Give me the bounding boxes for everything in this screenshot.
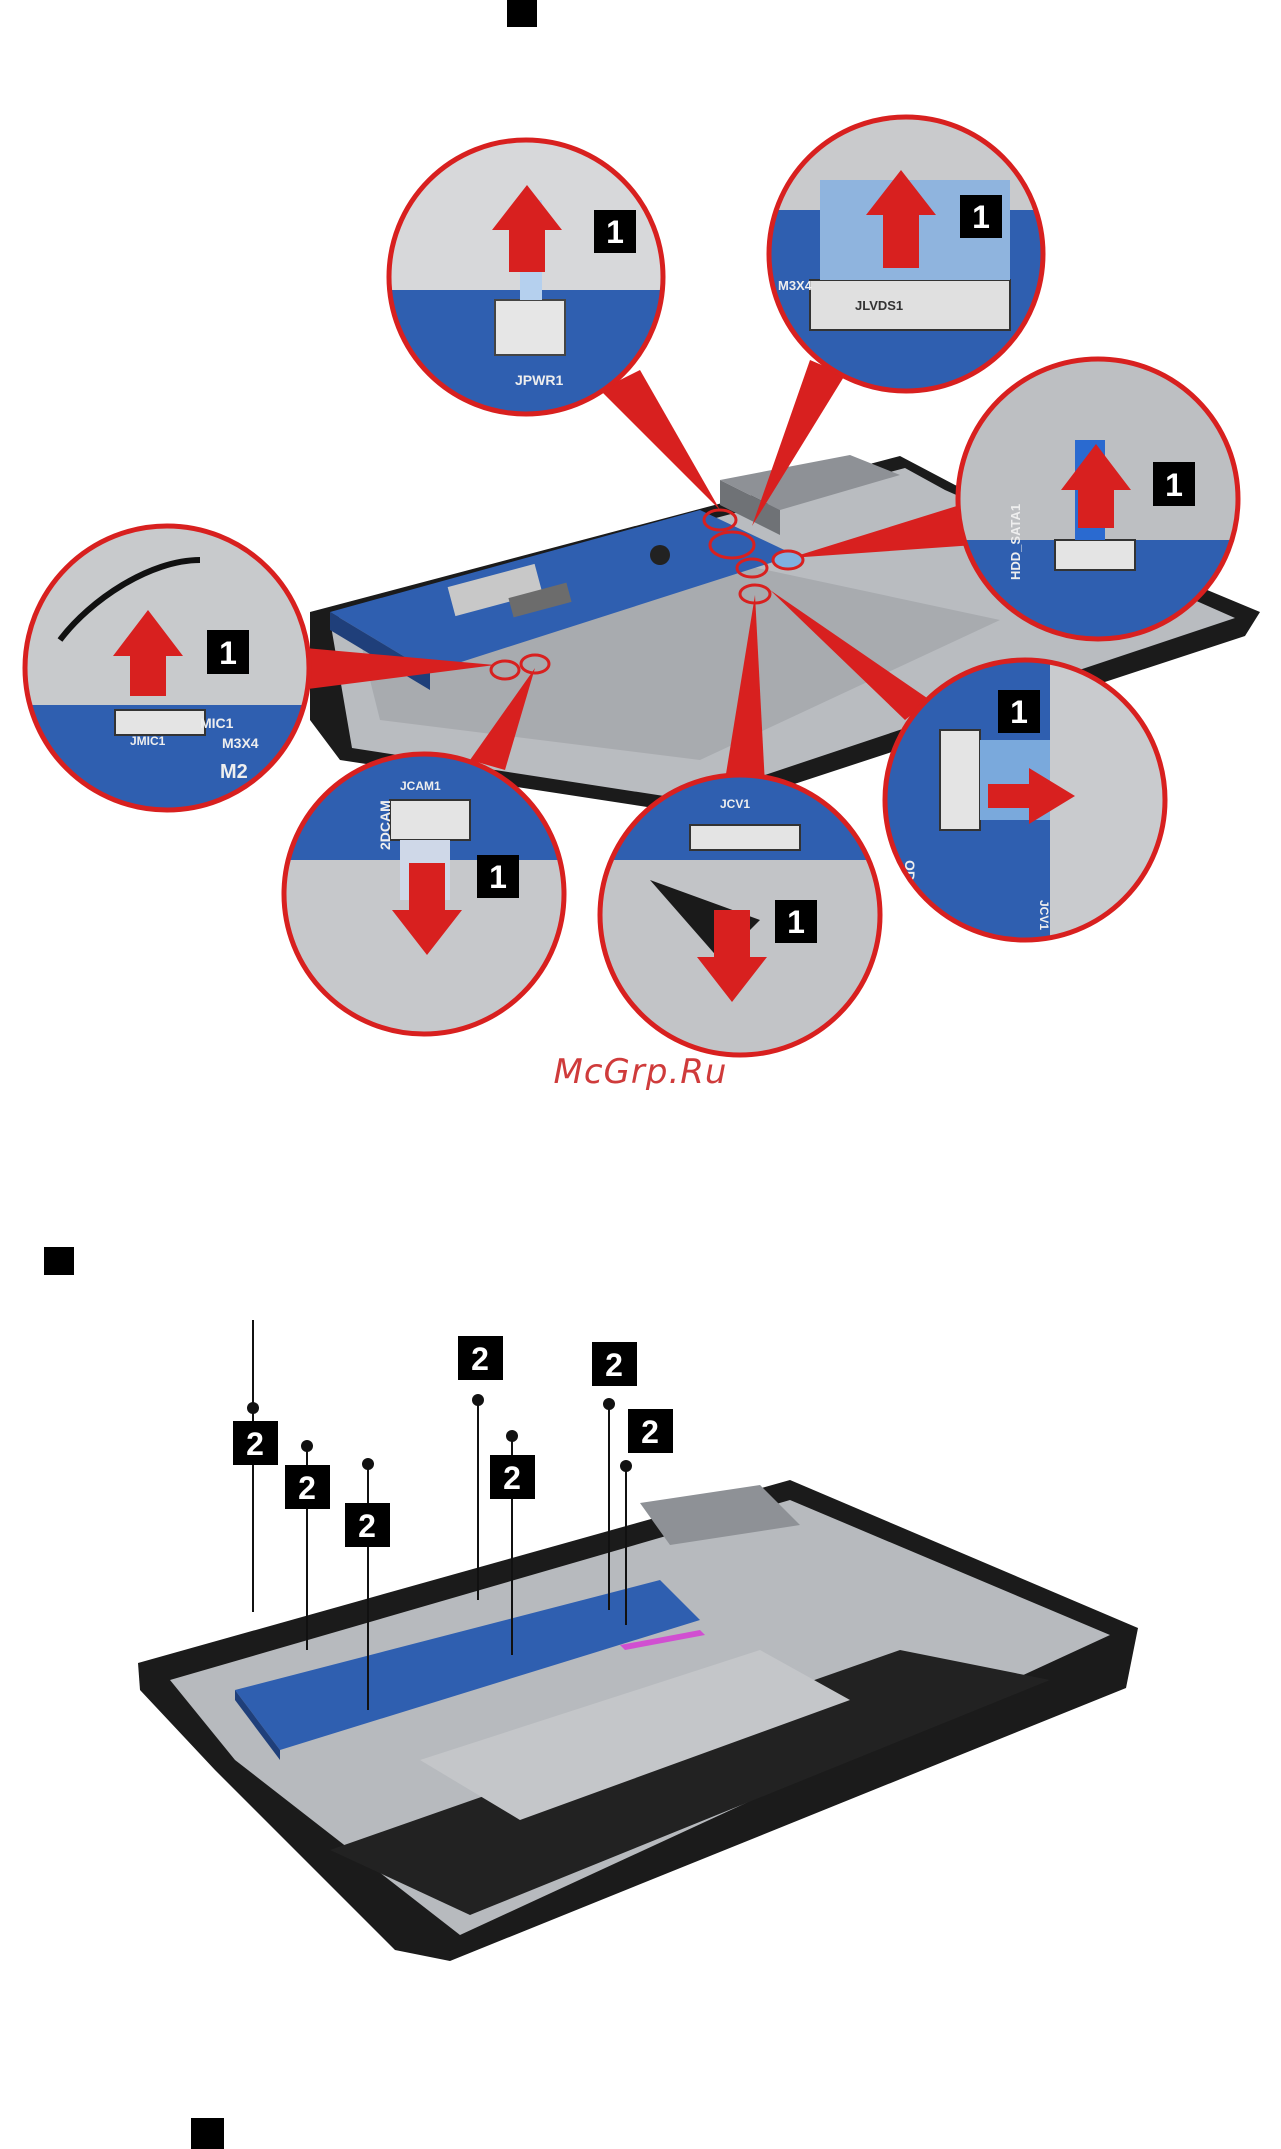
c5-board-label: JCAM1	[400, 779, 441, 793]
step-marker-3	[191, 2118, 224, 2149]
watermark: McGrp.Ru	[0, 1052, 1281, 1092]
svg-text:2: 2	[358, 1508, 376, 1544]
svg-text:1: 1	[972, 199, 990, 235]
svg-text:2: 2	[605, 1347, 623, 1383]
c2-screw-label: M3X4	[778, 278, 813, 293]
figure-disconnect-cables: JPWR1 1 JLVDS1 M3X4 1 HDD_SATA1	[0, 0, 1281, 1080]
screws	[247, 1394, 632, 1472]
svg-text:1: 1	[787, 904, 805, 940]
c5-side-label: 2DCAM	[377, 800, 393, 850]
callout-5: JCAM1 2DCAM 1	[280, 750, 580, 1050]
c4-mic-label: MIC1	[200, 715, 234, 731]
c2-board-label: JLVDS1	[855, 298, 903, 313]
svg-text:1: 1	[219, 635, 237, 671]
callout-6: JCV1 1	[600, 770, 900, 1070]
c1-board-label: JPWR1	[515, 372, 563, 388]
svg-text:1: 1	[1010, 694, 1028, 730]
c6-board-label: JCV1	[720, 797, 750, 811]
svg-text:2: 2	[471, 1341, 489, 1377]
screw-callouts: 2 2 2 2 2 2 2	[233, 1336, 673, 1547]
svg-text:2: 2	[641, 1414, 659, 1450]
screw-callout-number: 2	[246, 1426, 264, 1462]
svg-text:2: 2	[298, 1470, 316, 1506]
callout-number: 1	[606, 214, 624, 250]
callout-2: JLVDS1 M3X4 1	[760, 110, 1060, 410]
c7-board2-label: JCV1	[1037, 900, 1051, 930]
c3-board-label: HDD_SATA1	[1008, 504, 1023, 580]
svg-text:1: 1	[1165, 467, 1183, 503]
c4-size-label: M2	[220, 761, 248, 783]
callout-4: MIC1 M3X4 M2 JMIC1 1	[20, 520, 320, 825]
svg-text:1: 1	[489, 859, 507, 895]
c4-screw-label: M3X4	[222, 735, 259, 751]
figure-remove-screws: 2 2 2 2 2 2 2	[0, 1320, 1281, 1980]
assembly	[138, 1480, 1138, 1961]
svg-text:2: 2	[503, 1460, 521, 1496]
c4-board-label: JMIC1	[130, 734, 166, 748]
callout-7: ODD JCV1 1	[880, 655, 1180, 955]
step-marker-2	[44, 1247, 74, 1275]
